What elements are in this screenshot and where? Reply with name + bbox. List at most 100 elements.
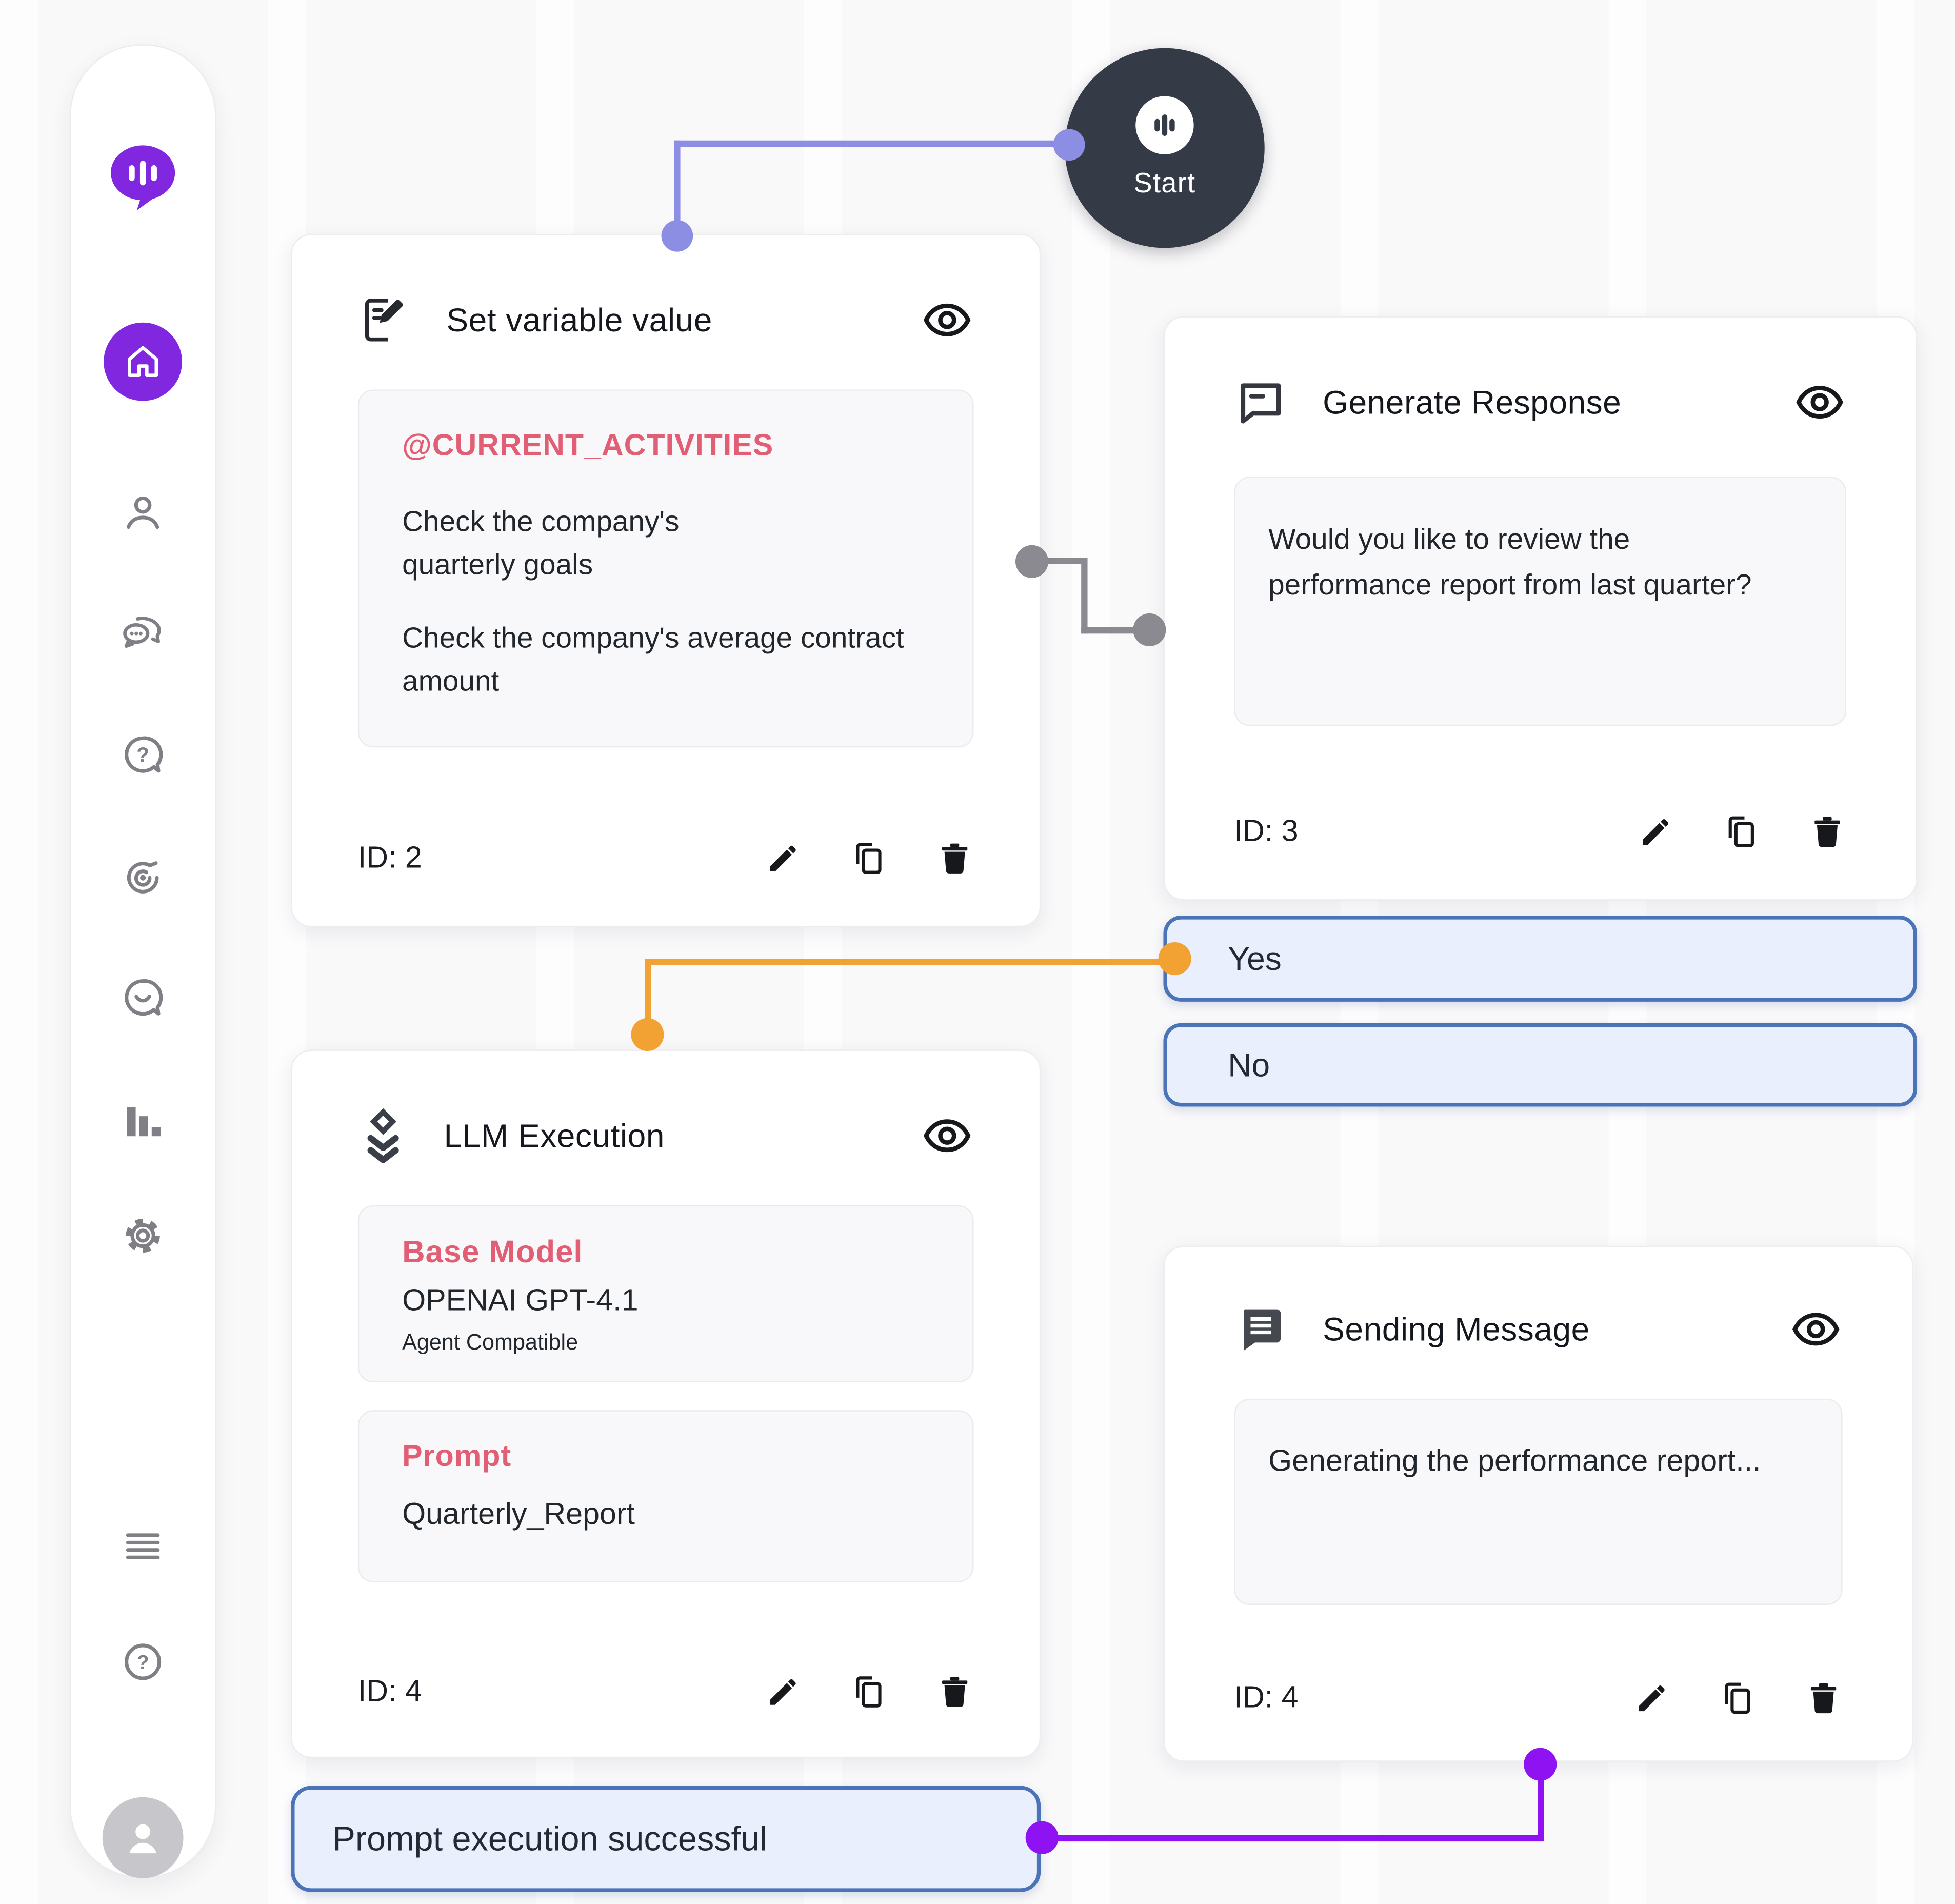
port-setvariable-right[interactable] bbox=[1015, 545, 1049, 578]
connector-sendingmessage-to-success bbox=[1041, 1835, 1544, 1842]
user-icon bbox=[119, 489, 167, 538]
connector-yes-to-llmexecution bbox=[645, 959, 1174, 965]
app-logo bbox=[71, 136, 215, 220]
card-title: LLM Execution bbox=[444, 1116, 665, 1154]
sidebar-item-analytics[interactable] bbox=[71, 1098, 215, 1146]
port-llmexecution-top[interactable] bbox=[631, 1018, 664, 1052]
branch-option-label: No bbox=[1228, 1045, 1270, 1083]
help-circle-icon: ? bbox=[119, 1638, 167, 1686]
prompt-value: Quarterly_Report bbox=[402, 1497, 635, 1532]
delete-trash-icon[interactable] bbox=[936, 840, 974, 878]
port-sendingmessage-bottom[interactable] bbox=[1524, 1748, 1557, 1781]
connector-start-to-setvariable bbox=[674, 140, 681, 232]
port-generateresponse-left[interactable] bbox=[1133, 613, 1166, 646]
feedback-smiley-icon bbox=[119, 974, 167, 1022]
branch-option-no[interactable]: No bbox=[1163, 1023, 1918, 1107]
variable-name: @CURRENT_ACTIVITIES bbox=[402, 428, 774, 463]
menu-lines-icon bbox=[119, 1523, 167, 1571]
card-actions bbox=[764, 1673, 973, 1711]
message-text: Would you like to review the performance… bbox=[1268, 522, 1752, 601]
eye-icon[interactable] bbox=[921, 1109, 974, 1162]
start-node-label: Start bbox=[1133, 167, 1196, 199]
node-id: ID: 4 bbox=[357, 1674, 422, 1709]
voice-wave-icon bbox=[1135, 96, 1194, 154]
start-node[interactable]: Start bbox=[1065, 48, 1265, 248]
duplicate-copy-icon[interactable] bbox=[850, 840, 888, 878]
base-model-value: OPENAI GPT-4.1 bbox=[402, 1283, 639, 1318]
duplicate-copy-icon[interactable] bbox=[850, 1673, 888, 1711]
sidebar-item-settings[interactable] bbox=[71, 1212, 215, 1260]
sidebar-item-menu[interactable] bbox=[71, 1523, 215, 1571]
note-edit-icon bbox=[358, 293, 411, 347]
eye-icon[interactable] bbox=[1793, 375, 1846, 429]
card-footer: ID: 4 bbox=[358, 1673, 974, 1711]
port-setvariable-top[interactable] bbox=[661, 220, 693, 252]
sidebar-item-faq[interactable]: ? bbox=[71, 731, 215, 779]
sidebar-item-profile[interactable] bbox=[71, 1797, 215, 1878]
node-id: ID: 3 bbox=[1234, 814, 1299, 849]
connector-sendingmessage-to-success bbox=[1538, 1763, 1544, 1839]
svg-text:?: ? bbox=[137, 1652, 149, 1674]
card-header: LLM Execution bbox=[358, 1107, 974, 1165]
branch-option-yes[interactable]: Yes bbox=[1163, 916, 1918, 1002]
variable-content-box: @CURRENT_ACTIVITIES Check the company's … bbox=[357, 389, 974, 748]
message-content-box: Generating the performance report... bbox=[1234, 1399, 1843, 1605]
question-bubble-icon: ? bbox=[119, 731, 167, 779]
duplicate-copy-icon[interactable] bbox=[1722, 813, 1760, 851]
node-card-llm-execution[interactable]: LLM Execution Base Model OPENAI GPT-4.1 … bbox=[291, 1049, 1041, 1758]
card-footer: ID: 4 bbox=[1234, 1679, 1843, 1717]
profile-avatar-icon bbox=[102, 1797, 184, 1878]
sidebar-item-contacts[interactable] bbox=[71, 489, 215, 538]
sidebar-item-goals[interactable] bbox=[71, 854, 215, 902]
branch-option-label: Yes bbox=[1228, 939, 1282, 977]
sidebar-item-feedback[interactable] bbox=[71, 974, 215, 1022]
settings-gear-icon bbox=[119, 1212, 167, 1260]
card-actions bbox=[764, 840, 973, 878]
card-title: Set variable value bbox=[446, 300, 712, 339]
analytics-bars-icon bbox=[119, 1098, 167, 1146]
port-success-right[interactable] bbox=[1025, 1821, 1059, 1854]
edit-pencil-icon[interactable] bbox=[764, 1673, 802, 1711]
node-card-sending-message[interactable]: Sending Message Generating the performan… bbox=[1163, 1245, 1913, 1762]
message-text: Generating the performance report... bbox=[1268, 1444, 1761, 1479]
target-icon bbox=[119, 854, 167, 902]
port-yes-left[interactable] bbox=[1158, 942, 1191, 976]
delete-trash-icon[interactable] bbox=[936, 1673, 974, 1711]
prompt-box: Prompt Quarterly_Report bbox=[357, 1410, 974, 1582]
node-card-generate-response[interactable]: Generate Response Would you like to revi… bbox=[1163, 316, 1918, 901]
card-footer: ID: 3 bbox=[1234, 813, 1846, 851]
card-header: Set variable value bbox=[358, 293, 974, 347]
card-title: Sending Message bbox=[1323, 1310, 1590, 1348]
sidebar: ? bbox=[69, 44, 216, 1878]
edit-pencil-icon[interactable] bbox=[1632, 1679, 1670, 1717]
sidebar-item-conversations[interactable] bbox=[71, 607, 215, 656]
port-start-left[interactable] bbox=[1053, 129, 1085, 161]
variable-item: Check the company's quarterly goals bbox=[402, 504, 680, 581]
card-title: Generate Response bbox=[1323, 382, 1622, 421]
connector-setvariable-to-generateresponse bbox=[1081, 558, 1088, 634]
card-header: Generate Response bbox=[1234, 375, 1846, 429]
node-id: ID: 4 bbox=[1234, 1680, 1299, 1715]
edit-pencil-icon[interactable] bbox=[1637, 813, 1674, 851]
delete-trash-icon[interactable] bbox=[1805, 1679, 1843, 1717]
connector-start-to-setvariable bbox=[674, 140, 1072, 147]
edit-pencil-icon[interactable] bbox=[764, 840, 802, 878]
voice-chat-logo-icon bbox=[105, 142, 181, 215]
sidebar-item-home[interactable] bbox=[71, 322, 215, 401]
duplicate-copy-icon[interactable] bbox=[1719, 1679, 1757, 1717]
eye-icon[interactable] bbox=[1789, 1303, 1843, 1356]
node-card-set-variable-value[interactable]: Set variable value @CURRENT_ACTIVITIES C… bbox=[291, 234, 1041, 927]
sidebar-item-help[interactable]: ? bbox=[71, 1638, 215, 1686]
prompt-label: Prompt bbox=[402, 1439, 512, 1474]
delete-trash-icon[interactable] bbox=[1808, 813, 1846, 851]
card-actions bbox=[1637, 813, 1846, 851]
base-model-note: Agent Compatible bbox=[402, 1329, 578, 1355]
base-model-label: Base Model bbox=[402, 1234, 583, 1270]
layers-icon bbox=[358, 1107, 409, 1165]
variable-item: Check the company's average contract amo… bbox=[402, 621, 904, 697]
message-content-box: Would you like to review the performance… bbox=[1234, 477, 1846, 726]
branch-option-success[interactable]: Prompt execution successful bbox=[291, 1786, 1041, 1892]
eye-icon[interactable] bbox=[921, 293, 974, 347]
card-footer: ID: 2 bbox=[358, 840, 974, 878]
